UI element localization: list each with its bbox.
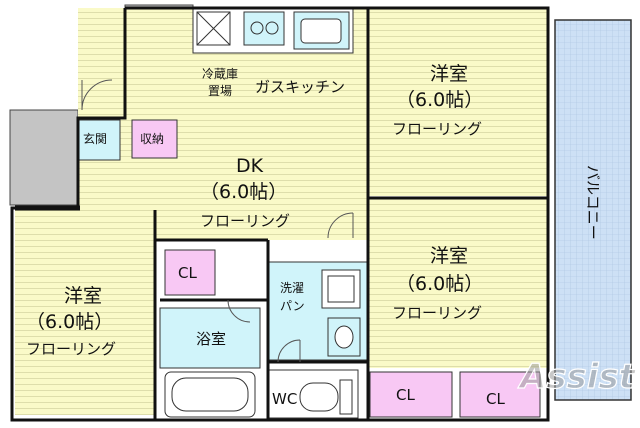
- se-name: 洋室: [430, 245, 468, 267]
- fridge-label-1: 冷蔵庫: [202, 67, 238, 81]
- assist-watermark: Assist: [517, 357, 637, 397]
- toilet-icon: [299, 379, 353, 415]
- dk-name: DK: [236, 155, 264, 177]
- left-grey-structure: [9, 109, 79, 206]
- se-western-room: [368, 198, 548, 368]
- sink-icon: [293, 11, 350, 50]
- entrance-label: 玄関: [83, 131, 107, 146]
- cl-bottom-1-closet: [369, 371, 453, 418]
- kitchen-label: ガスキッチン: [255, 78, 345, 96]
- balcony-label: バルコニー: [584, 165, 602, 240]
- nw-size: （6.0帖）: [396, 89, 483, 111]
- cl-center-closet: [164, 249, 216, 296]
- w-name: 洋室: [64, 285, 102, 307]
- cl-bottom-2-closet: [459, 371, 541, 418]
- se-floor: フローリング: [392, 304, 482, 322]
- w-western-room: [15, 210, 155, 415]
- nw-western-room: [368, 8, 548, 196]
- walls: [10, 6, 550, 422]
- fridge-label-2: 置場: [208, 84, 232, 98]
- washer-pan-icon: [321, 269, 361, 309]
- storage-label: 収納: [140, 132, 164, 146]
- bath-label: 浴室: [196, 330, 226, 348]
- cl-bottom-1-label: CL: [396, 386, 415, 404]
- cl-center-label: CL: [178, 264, 197, 282]
- dk-floor: フローリング: [200, 212, 290, 230]
- cl-bottom-2-label: CL: [486, 390, 505, 408]
- wc-label: WC: [272, 390, 297, 408]
- dk-size: （6.0帖）: [200, 181, 287, 203]
- laundry-label-1: 洗濯: [280, 281, 304, 295]
- fridge-box-icon: [196, 11, 231, 46]
- stove-icon: [243, 11, 285, 46]
- laundry-label-2: パン: [280, 299, 305, 313]
- se-size: （6.0帖）: [396, 273, 483, 295]
- washbasin-icon: [327, 317, 361, 357]
- storage-closet: [131, 119, 178, 159]
- balcony-area: [554, 19, 632, 401]
- nw-name: 洋室: [430, 63, 468, 85]
- door-swings: [227, 212, 354, 363]
- nw-floor: フローリング: [392, 120, 482, 138]
- w-floor: フローリング: [26, 340, 116, 358]
- bathroom: [159, 307, 261, 369]
- w-size: （6.0帖）: [26, 311, 113, 333]
- bathtub-icon: [164, 371, 256, 418]
- entrance-area: [77, 119, 121, 161]
